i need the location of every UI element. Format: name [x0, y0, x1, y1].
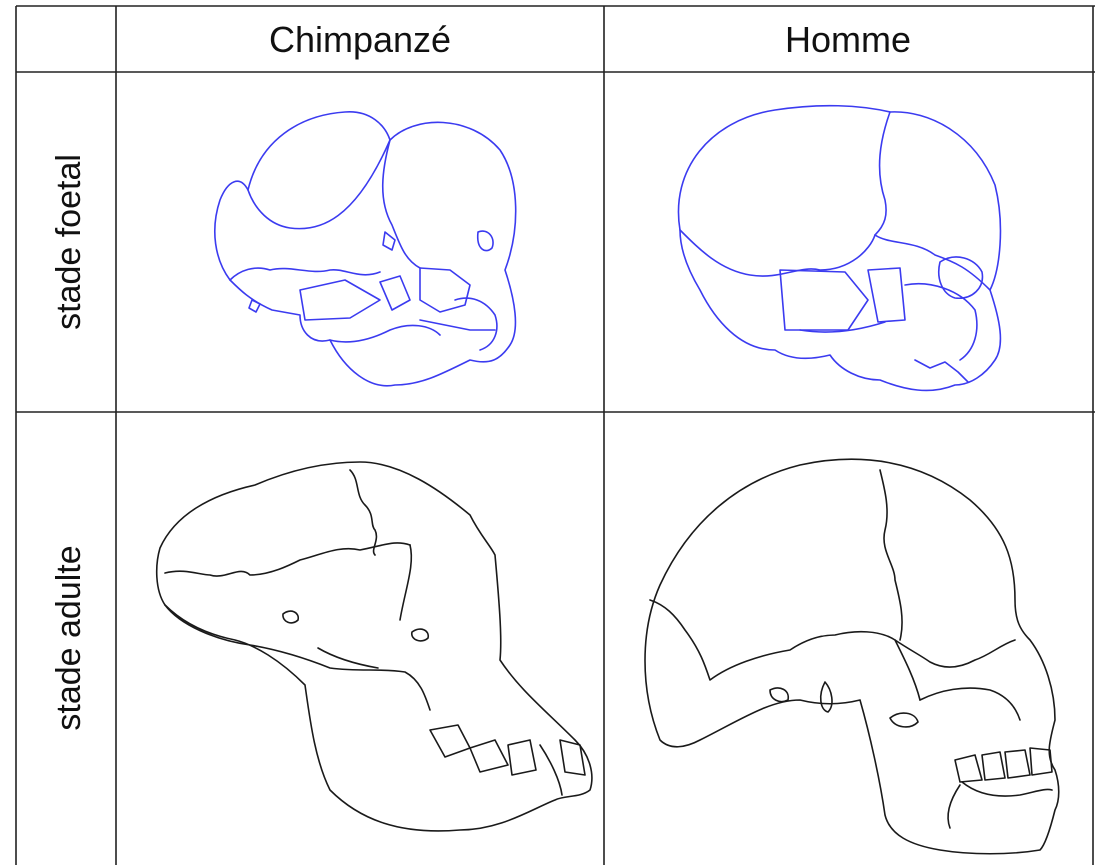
- row-header-adult: stade adulte: [50, 545, 88, 730]
- chimpanzee-foetal-skull: [215, 112, 516, 386]
- row-header-foetal: stade foetal: [50, 154, 88, 330]
- human-foetal-skull: [678, 106, 1000, 391]
- table-grid: [16, 6, 1095, 865]
- column-header-chimpanzee: Chimpanzé: [269, 19, 451, 60]
- column-header-human: Homme: [785, 19, 911, 60]
- human-adult-skull: [645, 459, 1059, 853]
- chimpanzee-adult-skull: [157, 462, 592, 831]
